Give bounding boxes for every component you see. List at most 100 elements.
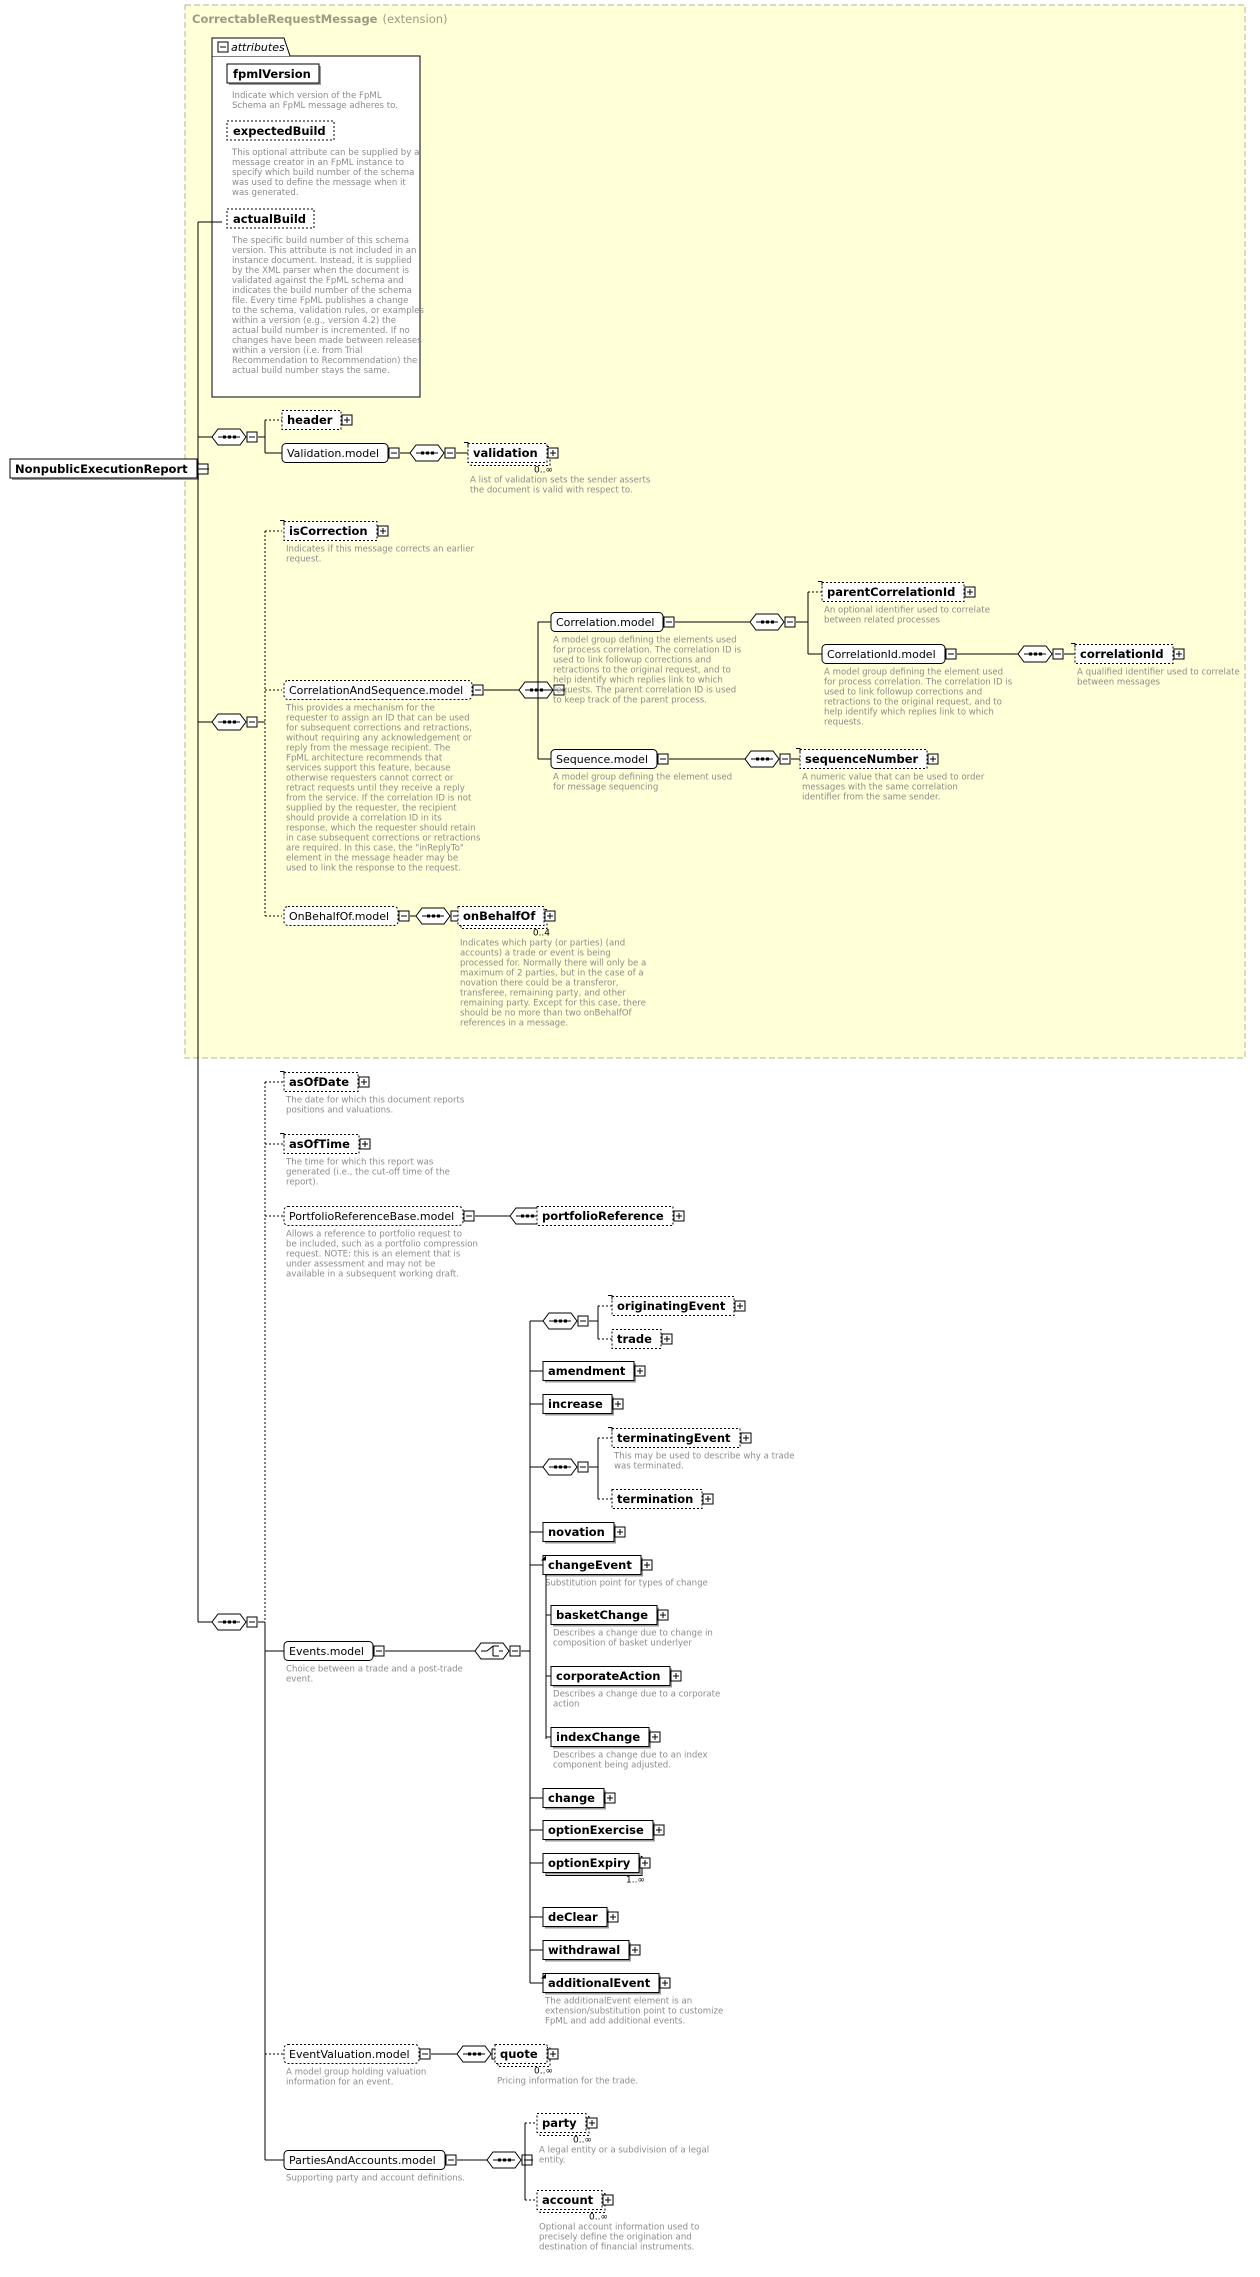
collapse-compositor-icon[interactable]	[1052, 648, 1064, 660]
expand-originatingEvent-icon[interactable]	[734, 1300, 746, 1312]
sequence-compositor-icon[interactable]	[744, 750, 780, 768]
sequence-compositor-icon[interactable]	[749, 613, 785, 631]
root-element[interactable]: NonpublicExecutionReport	[9, 458, 199, 480]
expand-withdrawal-icon[interactable]	[629, 1944, 641, 1956]
element-change[interactable]: change	[542, 1788, 606, 1810]
expand-sequence_model-icon[interactable]	[657, 753, 669, 765]
expand-correlationId-icon[interactable]	[1173, 648, 1185, 660]
expand-pa_model-icon[interactable]	[445, 2154, 457, 2166]
element-account[interactable]: account	[536, 2190, 606, 2213]
expand-change-icon[interactable]	[604, 1792, 616, 1804]
element-correlationId_model[interactable]: CorrelationId.model	[821, 644, 946, 664]
element-novation[interactable]: novation	[542, 1522, 616, 1544]
expand-additionalEvent-icon[interactable]	[659, 1977, 671, 1989]
collapse-compositor-icon[interactable]	[444, 447, 456, 459]
expand-corporateAction-icon[interactable]	[670, 1670, 682, 1682]
element-amendment[interactable]: amendment	[542, 1361, 636, 1383]
expand-deClear-icon[interactable]	[607, 1911, 619, 1923]
expand-validation_model-icon[interactable]	[388, 447, 400, 459]
expand-changeEvent-icon[interactable]	[641, 1559, 653, 1571]
expand-terminatingEvent-icon[interactable]	[740, 1432, 752, 1444]
collapse-compositor-icon[interactable]	[246, 1616, 258, 1628]
element-terminatingEvent[interactable]: terminatingEvent	[611, 1428, 741, 1448]
attribute-expectedBuild[interactable]: expectedBuild	[226, 120, 335, 141]
expand-events_model-icon[interactable]	[373, 1645, 385, 1657]
collapse-compositor-icon[interactable]	[246, 431, 258, 443]
element-header[interactable]: header	[281, 410, 342, 430]
expand-asOfTime-icon[interactable]	[359, 1138, 371, 1150]
expand-optionExercise-icon[interactable]	[653, 1824, 665, 1836]
sequence-compositor-icon[interactable]	[409, 444, 445, 462]
expand-novation-icon[interactable]	[614, 1526, 626, 1538]
choice-compositor-events-icon[interactable]	[474, 1642, 510, 1660]
attributes-tab[interactable]	[211, 37, 291, 57]
expand-portfolioReference-icon[interactable]	[673, 1210, 685, 1222]
element-onBehalfOf[interactable]: onBehalfOf	[457, 906, 548, 929]
element-events_model[interactable]: Events.model	[283, 1641, 374, 1661]
element-parentCorrelationId[interactable]: parentCorrelationId	[821, 582, 965, 602]
expand-validation-icon[interactable]	[547, 447, 559, 459]
element-deClear[interactable]: deClear	[542, 1907, 609, 1929]
element-validation_model[interactable]: Validation.model	[281, 443, 389, 463]
expand-termination-icon[interactable]	[702, 1493, 714, 1505]
element-trade[interactable]: trade	[611, 1329, 662, 1349]
expand-indexChange-icon[interactable]	[649, 1731, 661, 1743]
collapse-compositor-icon[interactable]	[784, 616, 796, 628]
expand-onBehalfOf-icon[interactable]	[544, 910, 556, 922]
sequence-compositor-icon[interactable]	[486, 2151, 522, 2169]
expand-optionExpiry-icon[interactable]	[639, 1857, 651, 1869]
element-indexChange[interactable]: indexChange	[550, 1727, 651, 1749]
expand-parentCorrelationId-icon[interactable]	[964, 586, 976, 598]
collapse-compositor-icon[interactable]	[577, 1315, 589, 1327]
element-portfolio_model[interactable]: PortfolioReferenceBase.model	[283, 1206, 464, 1226]
sequence-compositor-icon[interactable]	[542, 1458, 578, 1476]
collapse-compositor-icon[interactable]	[246, 716, 258, 728]
element-quote[interactable]: quote	[494, 2044, 551, 2067]
expand-increase-icon[interactable]	[612, 1398, 624, 1410]
element-changeEvent[interactable]: changeEvent	[542, 1555, 643, 1577]
sequence-compositor-report-icon[interactable]	[211, 1613, 247, 1631]
expand-asOfDate-icon[interactable]	[358, 1076, 370, 1088]
element-increase[interactable]: increase	[542, 1394, 614, 1416]
element-validation[interactable]: validation	[467, 443, 551, 466]
expand-correlation_model-icon[interactable]	[663, 616, 675, 628]
expand-party-icon[interactable]	[586, 2117, 598, 2129]
element-sequenceNumber[interactable]: sequenceNumber	[799, 749, 928, 769]
expand-quote-icon[interactable]	[547, 2048, 559, 2060]
expand-amendment-icon[interactable]	[634, 1365, 646, 1377]
collapse-compositor-icon[interactable]	[577, 1461, 589, 1473]
element-asOfTime[interactable]: asOfTime	[283, 1134, 360, 1154]
expand-header-icon[interactable]	[341, 414, 353, 426]
element-optionExpiry[interactable]: optionExpiry	[542, 1853, 643, 1876]
sequence-compositor-icon[interactable]	[456, 2045, 492, 2063]
expand-eventValuation_model-icon[interactable]	[419, 2048, 431, 2060]
attribute-fpmlVersion[interactable]: fpmlVersion	[226, 63, 321, 85]
element-termination[interactable]: termination	[611, 1489, 703, 1509]
element-correlation_model[interactable]: Correlation.model	[550, 612, 664, 632]
element-optionExercise[interactable]: optionExercise	[542, 1820, 655, 1842]
element-corporateAction[interactable]: corporateAction	[550, 1666, 672, 1688]
expand-cas_model-icon[interactable]	[472, 684, 484, 696]
expand-trade-icon[interactable]	[661, 1333, 673, 1345]
sequence-compositor-icon[interactable]	[415, 907, 451, 925]
element-correlationId[interactable]: correlationId	[1074, 644, 1174, 664]
element-basketChange[interactable]: basketChange	[550, 1605, 659, 1627]
collapse-attributes-icon[interactable]	[217, 41, 229, 53]
element-sequence_model[interactable]: Sequence.model	[550, 749, 658, 769]
element-cas_model[interactable]: CorrelationAndSequence.model	[283, 680, 473, 700]
element-asOfDate[interactable]: asOfDate	[283, 1072, 359, 1092]
expand-correlationId_model-icon[interactable]	[945, 648, 957, 660]
attribute-actualBuild[interactable]: actualBuild	[226, 208, 315, 229]
expand-account-icon[interactable]	[602, 2194, 614, 2206]
expand-sequenceNumber-icon[interactable]	[927, 753, 939, 765]
expand-basketChange-icon[interactable]	[657, 1609, 669, 1621]
element-pa_model[interactable]: PartiesAndAccounts.model	[283, 2150, 446, 2170]
sequence-compositor-icon[interactable]	[1017, 645, 1053, 663]
expand-onBehalfOf_model-icon[interactable]	[398, 910, 410, 922]
expand-portfolio_model-icon[interactable]	[463, 1210, 475, 1222]
sequence-compositor-correlation-icon[interactable]	[211, 713, 247, 731]
element-eventValuation_model[interactable]: EventValuation.model	[283, 2044, 420, 2064]
expand-isCorrection-icon[interactable]	[377, 525, 389, 537]
collapse-compositor-icon[interactable]	[509, 1645, 521, 1657]
sequence-compositor-header-icon[interactable]	[211, 428, 247, 446]
